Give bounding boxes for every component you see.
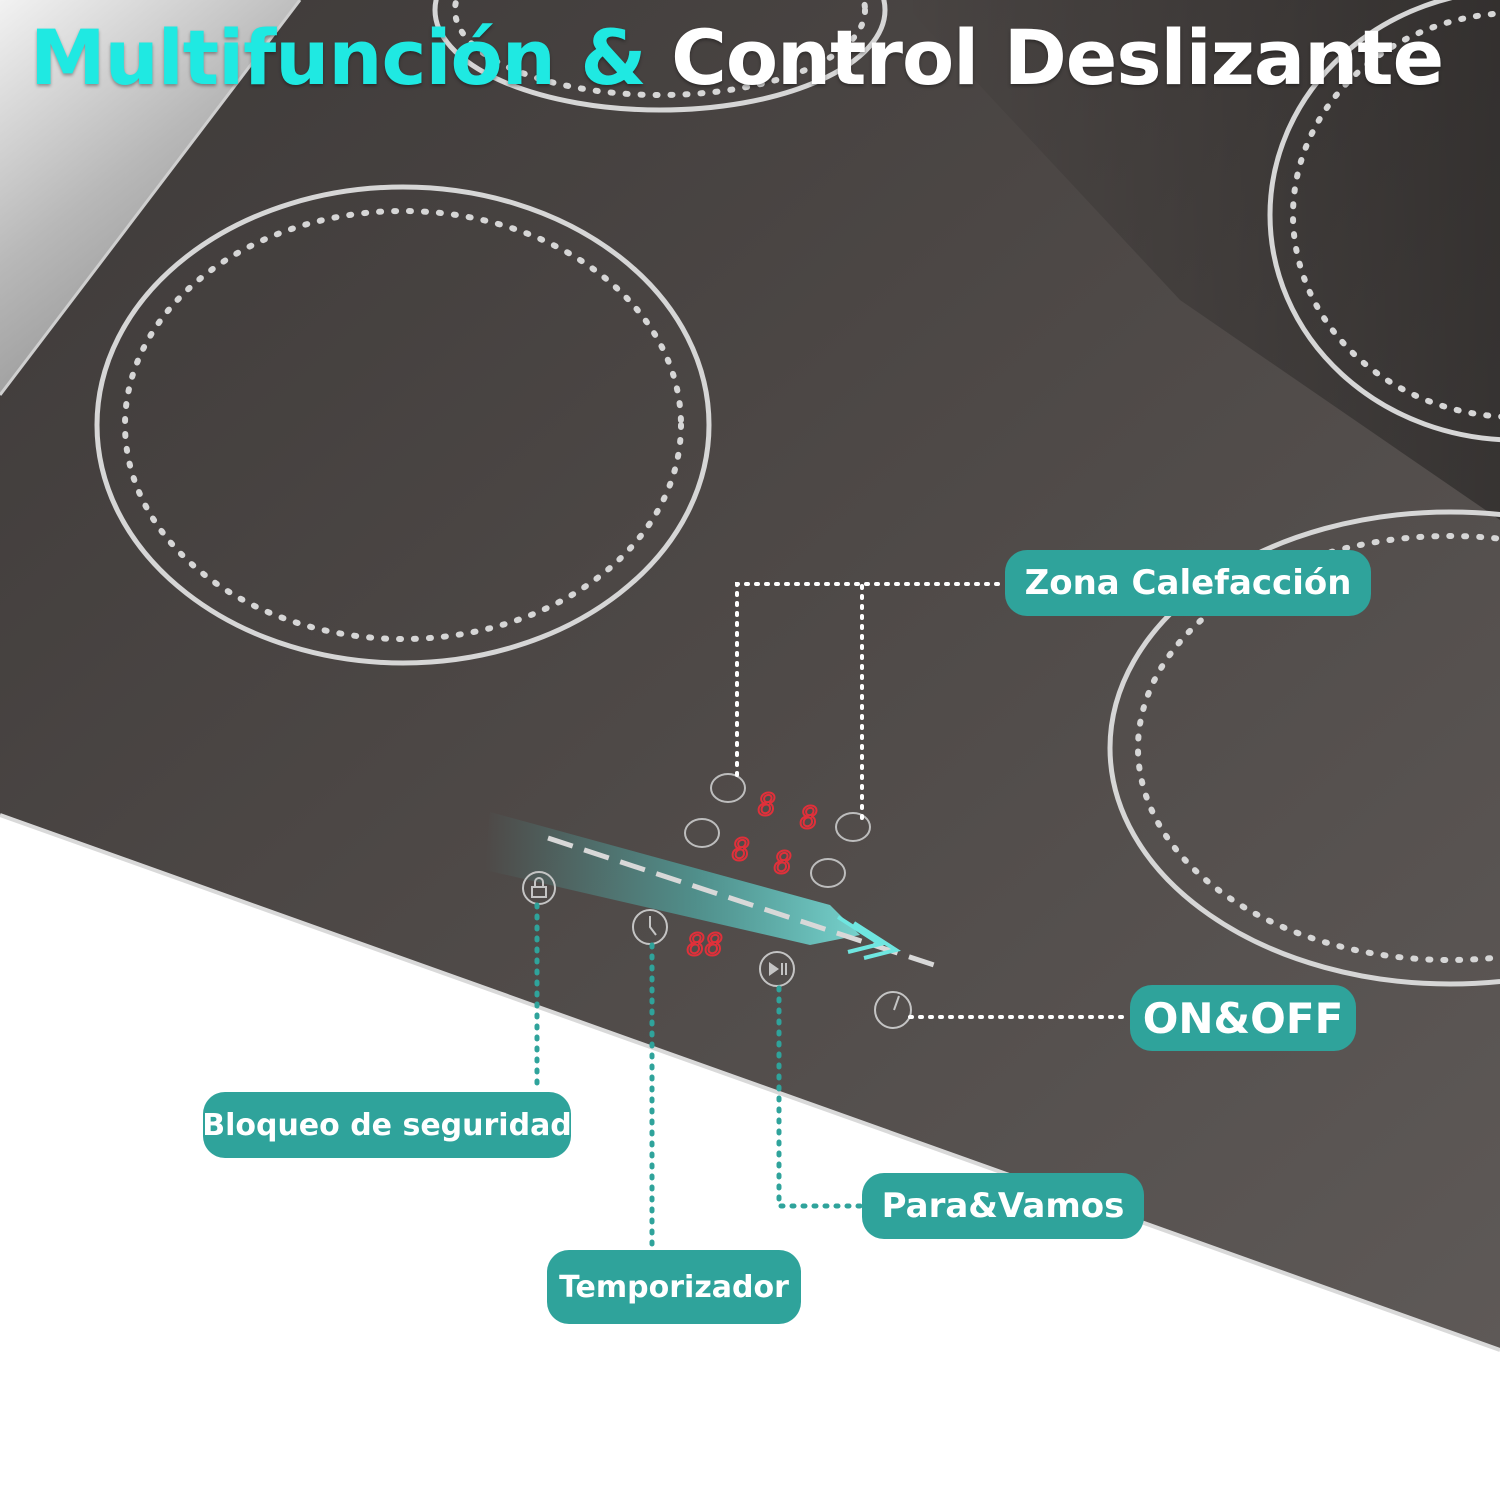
- label-timer: Temporizador: [547, 1250, 801, 1324]
- zone-selector-icon[interactable]: [684, 818, 720, 848]
- cooking-zone-left: [94, 184, 712, 666]
- label-heating-zone-text: Zona Calefacción: [1024, 563, 1352, 603]
- power-slider[interactable]: [485, 812, 941, 970]
- glass-cooktop: [0, 0, 1500, 1350]
- label-on-off-text: ON&OFF: [1142, 993, 1344, 1043]
- glass-front-edge: [0, 813, 1500, 1352]
- zone-selector-icon[interactable]: [835, 812, 871, 842]
- zone-display: 8: [800, 801, 818, 836]
- label-pause-go-text: Para&Vamos: [881, 1186, 1125, 1226]
- label-timer-text: Temporizador: [559, 1269, 789, 1305]
- cooking-zone-right-back: [1267, 0, 1500, 443]
- label-safety-lock: Bloqueo de seguridad: [202, 1092, 572, 1158]
- glass-side-edge: [0, 0, 302, 396]
- page-title: Multifunción & Control Deslizante: [30, 8, 1444, 108]
- callout-lines-lower: [534, 902, 865, 1253]
- title-main: Control Deslizante: [671, 13, 1444, 102]
- callout-lines-heating-zone: [735, 582, 1007, 820]
- cooking-zone-top: [432, 0, 888, 113]
- label-safety-lock-text: Bloqueo de seguridad: [202, 1107, 572, 1143]
- zone-display: 8: [758, 788, 776, 823]
- zone-selector-icon[interactable]: [710, 773, 746, 803]
- title-accent: Multifunción &: [30, 13, 672, 102]
- zone-display: 8: [774, 846, 792, 881]
- label-heating-zone: Zona Calefacción: [1005, 550, 1371, 616]
- label-on-off: ON&OFF: [1130, 985, 1356, 1051]
- power-icon[interactable]: [874, 991, 912, 1029]
- zone-selector-icon[interactable]: [810, 858, 846, 888]
- play-pause-icon[interactable]: [759, 951, 795, 987]
- glass-reflection: [900, 0, 1500, 520]
- timer-display: 88: [687, 928, 723, 963]
- label-pause-go: Para&Vamos: [862, 1173, 1144, 1239]
- zone-display: 8: [732, 833, 750, 868]
- cooking-zone-right-front: [1107, 509, 1500, 987]
